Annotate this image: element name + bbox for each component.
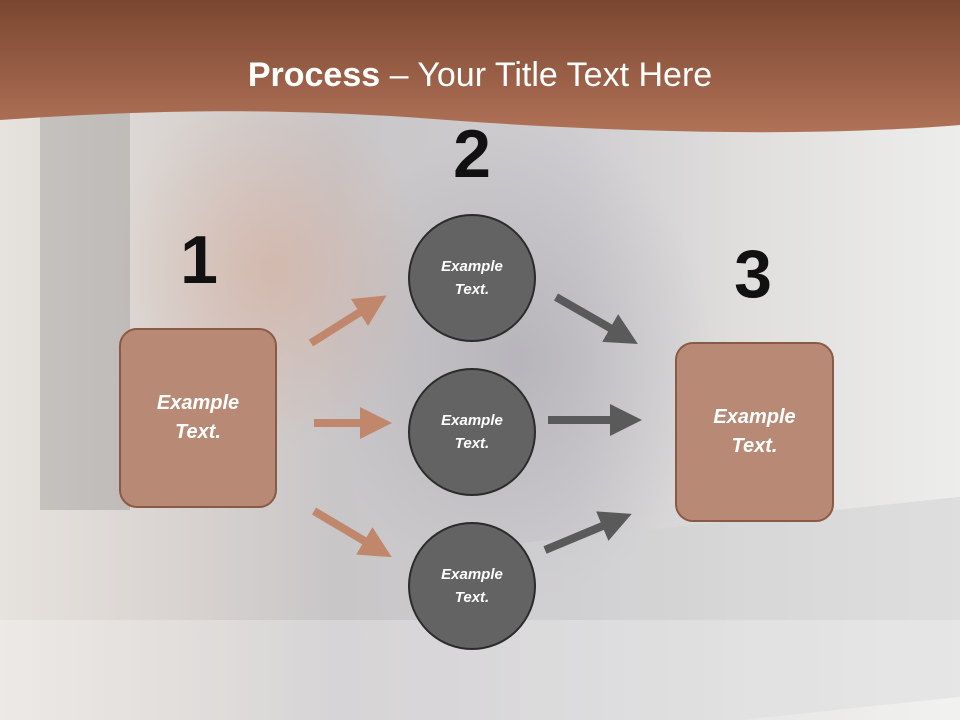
step-number-3: 3: [734, 236, 772, 312]
title-rest: – Your Title Text Here: [380, 56, 713, 94]
slide-title: Process – Your Title Text Here: [0, 55, 960, 95]
background-chair: [40, 90, 130, 510]
step-3-box: Example Text.: [675, 342, 834, 522]
step-number-2: 2: [453, 116, 491, 192]
arrow-top-to-3: [554, 293, 638, 344]
arrow-1-to-top: [308, 295, 387, 347]
arrow-1-to-bottom: [311, 507, 392, 558]
step-2-circle-middle: Example Text.: [408, 368, 536, 496]
step-2-circle-top: Example Text.: [408, 214, 536, 342]
step-2-circle-bottom: Example Text.: [408, 522, 536, 650]
step-number-1: 1: [180, 222, 218, 298]
title-bold: Process: [247, 56, 381, 94]
step-1-box: Example Text.: [119, 328, 277, 508]
arrow-bottom-to-3: [543, 511, 632, 554]
header-banner: [0, 0, 960, 133]
